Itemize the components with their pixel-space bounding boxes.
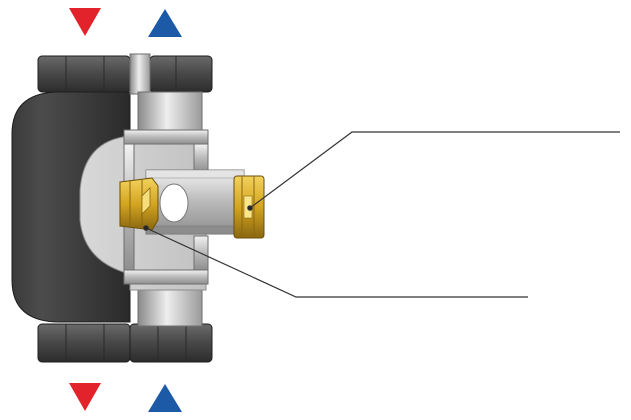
inlet-insert — [119, 177, 159, 231]
top-union-nut — [37, 55, 213, 93]
flow-arrow-up-icon — [148, 384, 182, 412]
top-pipe — [129, 53, 151, 95]
side-port — [159, 183, 189, 223]
callout-lower — [143, 225, 528, 298]
flow-arrow-down-icon — [69, 383, 101, 411]
flow-arrow-down-icon — [69, 8, 101, 36]
callout-upper — [247, 131, 620, 211]
flow-arrow-up-icon — [148, 9, 182, 37]
bottom-union-nut — [37, 323, 213, 363]
